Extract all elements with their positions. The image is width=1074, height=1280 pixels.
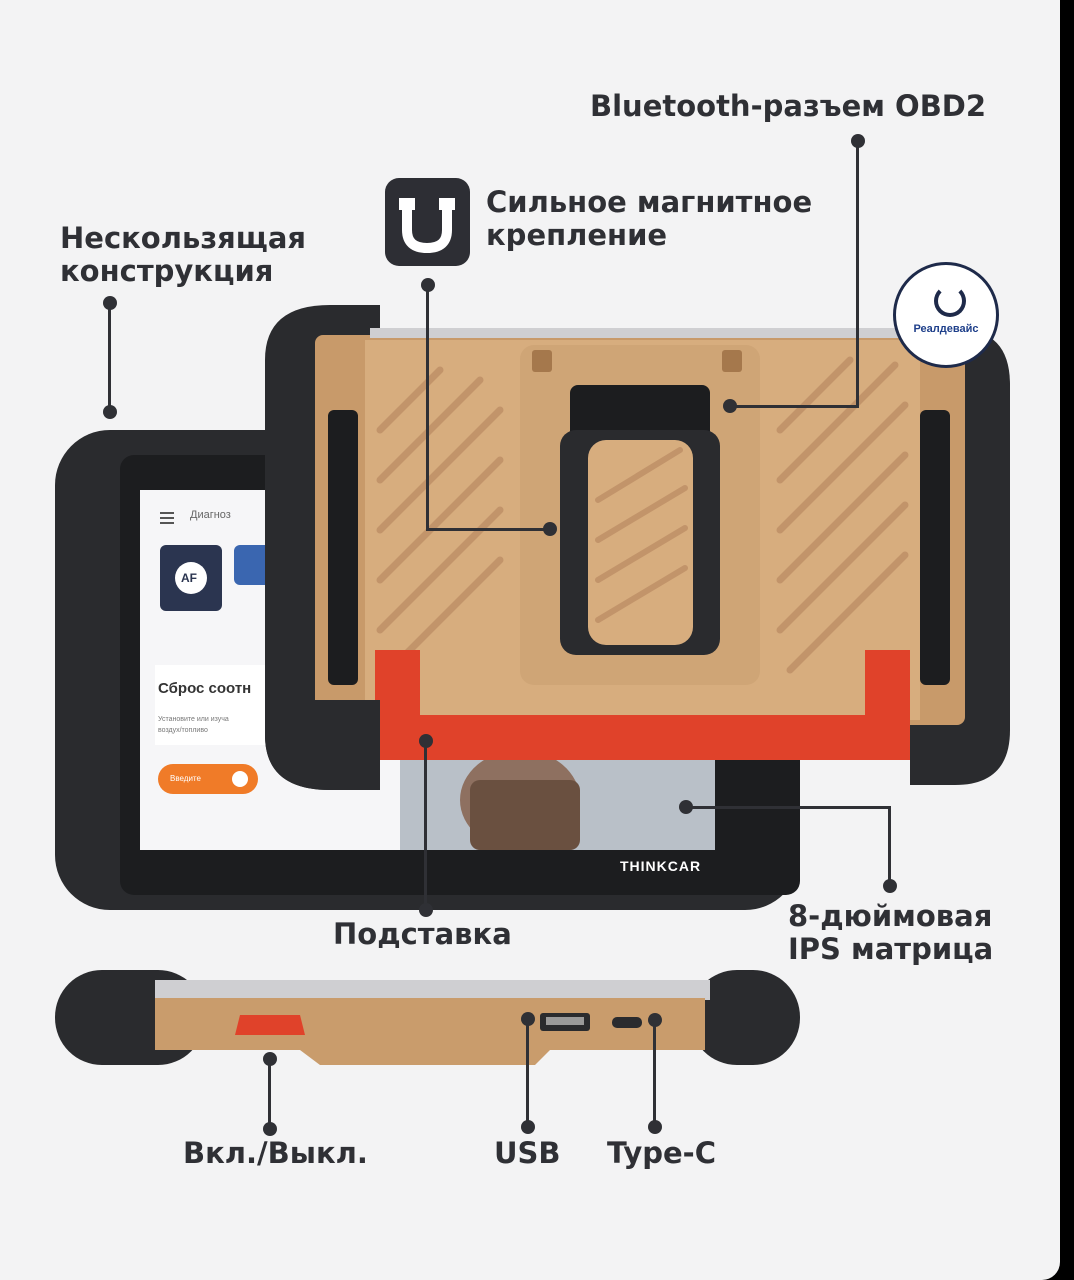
magnet-icon xyxy=(385,178,470,266)
power-icon xyxy=(934,285,966,317)
callout-line-nonslip xyxy=(108,303,111,413)
callout-line-bluetooth-v xyxy=(856,141,859,408)
label-magnetic-line2: крепление xyxy=(486,218,668,253)
callout-line-screen-v xyxy=(888,806,891,886)
brand-badge: Реалдевайс xyxy=(893,262,999,368)
label-non-slip-line2: конструкция xyxy=(60,254,274,289)
badge-text: Реалдевайс xyxy=(913,323,979,335)
label-magnetic-line1: Сильное магнитное xyxy=(486,185,813,219)
callout-line-usb xyxy=(526,1019,529,1127)
label-non-slip-line1: Нескользящая xyxy=(60,221,307,255)
callout-line-screen-h xyxy=(686,806,891,809)
label-non-slip: Нескользящая конструкция xyxy=(60,221,307,289)
callout-dot-usb-end xyxy=(521,1120,535,1134)
callout-line-bluetooth-h xyxy=(730,405,859,408)
callout-dot-typec-end xyxy=(648,1120,662,1134)
screen-menu-label: Диагноз xyxy=(190,509,231,521)
screen-af-label: AF xyxy=(181,571,197,585)
callout-line-power xyxy=(268,1059,271,1127)
label-screen-line1: 8-дюймовая xyxy=(788,899,993,933)
label-power: Вкл./Выкл. xyxy=(183,1136,368,1170)
screen-enter-button: Введите xyxy=(170,774,201,783)
callout-dot-nonslip-end xyxy=(103,405,117,419)
label-usb: USB xyxy=(494,1136,561,1170)
callout-line-stand xyxy=(424,741,427,909)
brand-logo: THINKCAR xyxy=(620,858,702,874)
label-stand: Подставка xyxy=(333,917,512,951)
callout-dot-magnetic-end xyxy=(543,522,557,536)
callout-dot-power-end xyxy=(263,1122,277,1136)
label-screen-line2: IPS матрица xyxy=(788,932,994,967)
screen-card-title: Сброс соотн xyxy=(158,680,252,697)
callout-line-typec xyxy=(653,1020,656,1127)
screen-card-text-2: воздух/топливо xyxy=(158,727,208,734)
callout-dot-bluetooth-end xyxy=(723,399,737,413)
label-magnetic: Сильное магнитное крепление xyxy=(486,185,813,253)
callout-dot-screen-end xyxy=(883,879,897,893)
label-typec: Type-C xyxy=(607,1136,716,1170)
callout-line-magnetic-v xyxy=(426,285,429,530)
label-bluetooth: Bluetooth-разъем OBD2 xyxy=(590,89,987,123)
label-screen: 8-дюймовая IPS матрица xyxy=(788,899,994,967)
screen-card-text-1: Установите или изуча xyxy=(158,716,229,723)
callout-dot-stand-end xyxy=(419,903,433,917)
callout-line-magnetic-h xyxy=(426,528,551,531)
